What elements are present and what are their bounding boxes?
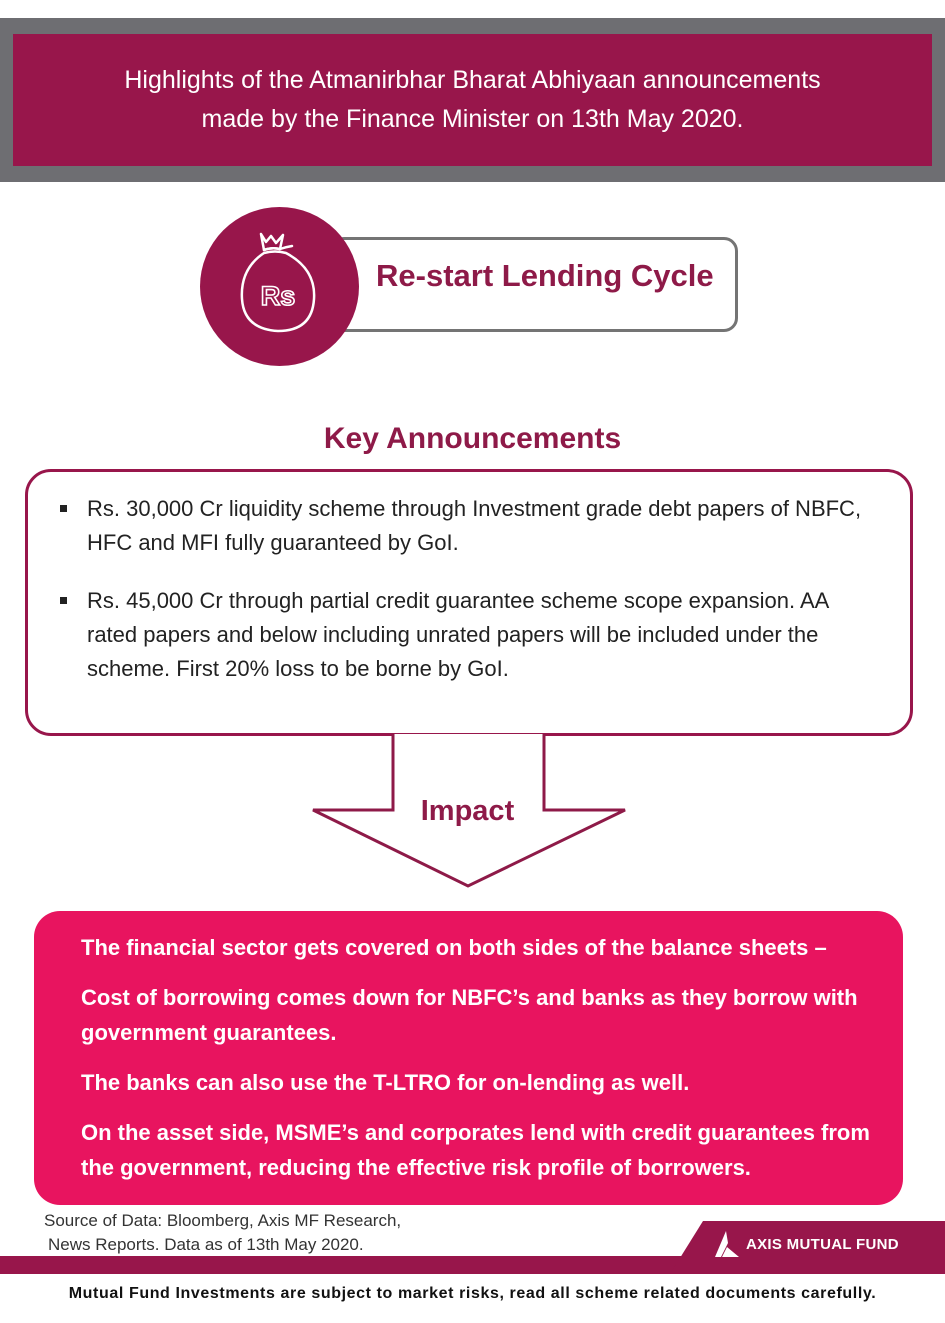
svg-text:Rs: Rs bbox=[261, 281, 296, 311]
axis-logo: AXIS MUTUAL FUND bbox=[714, 1230, 899, 1258]
square-bullet-icon bbox=[60, 505, 67, 512]
topic-label-box bbox=[330, 237, 738, 332]
down-arrow-icon bbox=[312, 734, 626, 888]
header-line-1: Highlights of the Atmanirbhar Bharat Abh… bbox=[124, 66, 821, 94]
header-line-2: made by the Finance Minister on 13th May… bbox=[201, 105, 744, 133]
impact-title: Impact bbox=[420, 795, 515, 827]
announcement-item: Rs. 30,000 Cr liquidity scheme through I… bbox=[60, 492, 880, 560]
impact-box bbox=[34, 911, 903, 1205]
money-bag-rupee-icon: Rs bbox=[200, 207, 359, 366]
impact-item: Cost of borrowing comes down for NBFC’s … bbox=[81, 985, 858, 1045]
data-source-note: Source of Data: Bloomberg, Axis MF Resea… bbox=[44, 1209, 401, 1257]
source-line-2: News Reports. Data as of 13th May 2020. bbox=[48, 1235, 364, 1254]
logo-tab bbox=[670, 1221, 945, 1274]
key-announcements-title: Key Announcements bbox=[323, 422, 622, 455]
header-banner: Highlights of the Atmanirbhar Bharat Abh… bbox=[0, 18, 945, 182]
key-announcements-list: Rs. 30,000 Cr liquidity scheme through I… bbox=[60, 492, 880, 710]
announcement-item: Rs. 45,000 Cr through partial credit gua… bbox=[60, 584, 880, 686]
impact-item: The banks can also use the T-LTRO for on… bbox=[81, 1070, 690, 1095]
header-title: Highlights of the Atmanirbhar Bharat Abh… bbox=[13, 34, 932, 166]
impact-item: The financial sector gets covered on bot… bbox=[81, 935, 827, 960]
axis-logo-icon bbox=[715, 1231, 739, 1257]
impact-item: On the asset side, MSME’s and corporates… bbox=[81, 1120, 870, 1180]
square-bullet-icon bbox=[60, 597, 67, 604]
source-line-1: Source of Data: Bloomberg, Axis MF Resea… bbox=[44, 1211, 402, 1230]
impact-list: The financial sector gets covered on bot… bbox=[81, 930, 881, 1200]
topic-title: Re-start Lending Cycle bbox=[376, 258, 714, 293]
key-announcements-box bbox=[25, 469, 913, 736]
logo-text: AXIS MUTUAL FUND bbox=[746, 1235, 899, 1253]
disclaimer: Mutual Fund Investments are subject to m… bbox=[68, 1285, 877, 1302]
